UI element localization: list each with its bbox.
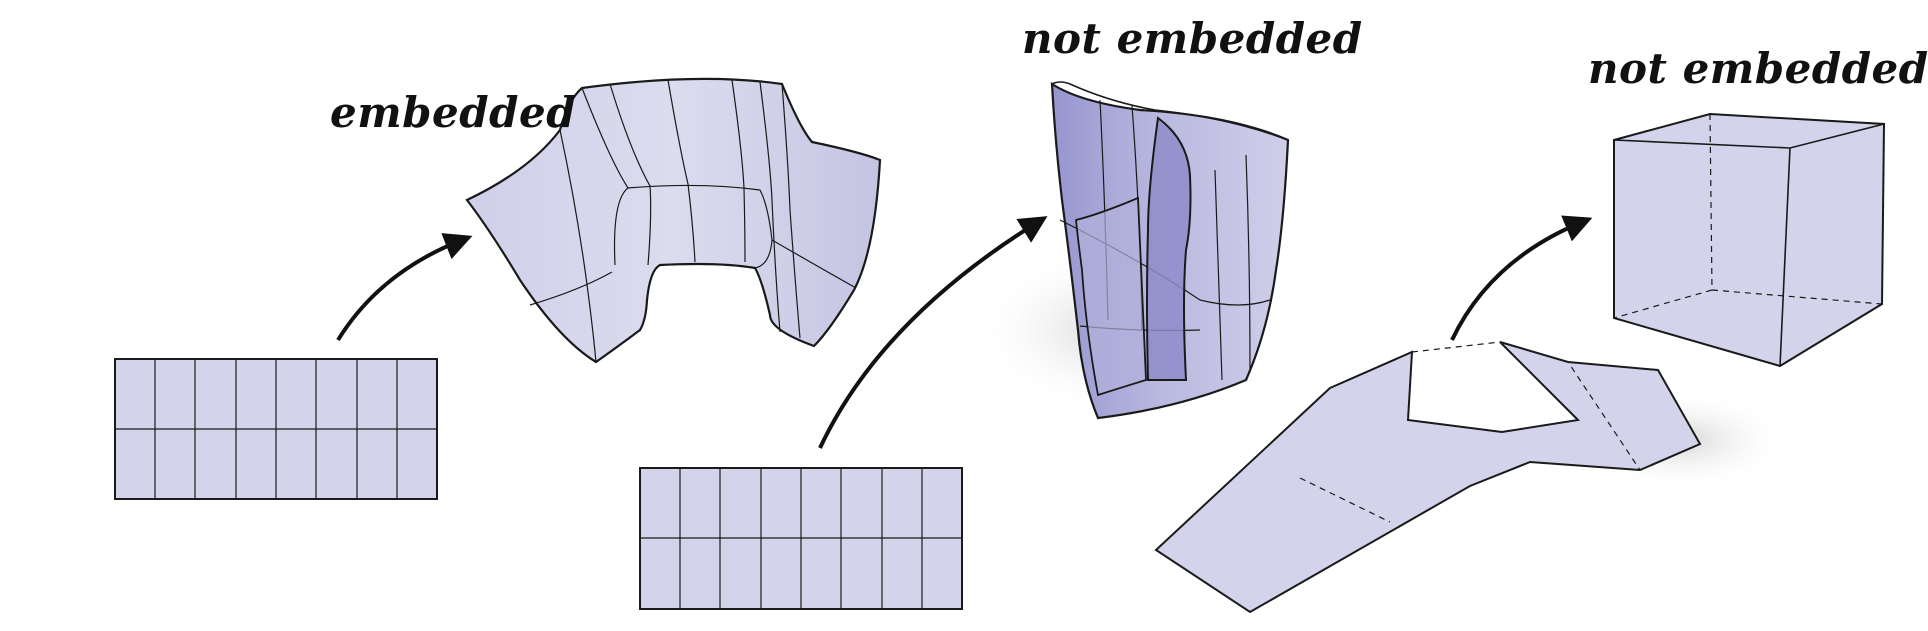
saddle-surface: [465, 77, 882, 364]
label-not-embedded-2: not embedded: [1588, 44, 1928, 93]
label-embedded: embedded: [330, 88, 577, 137]
flat-grid-2: [639, 467, 963, 610]
wrapped-cup-surface: [1050, 81, 1290, 420]
cube: [1613, 112, 1886, 368]
arrow-1: [336, 233, 473, 342]
arrow-3: [1450, 215, 1593, 341]
label-not-embedded-1: not embedded: [1022, 14, 1363, 63]
flat-grid-1: [114, 358, 438, 500]
arrow-2: [818, 216, 1048, 449]
cube-net: [1154, 341, 1702, 614]
